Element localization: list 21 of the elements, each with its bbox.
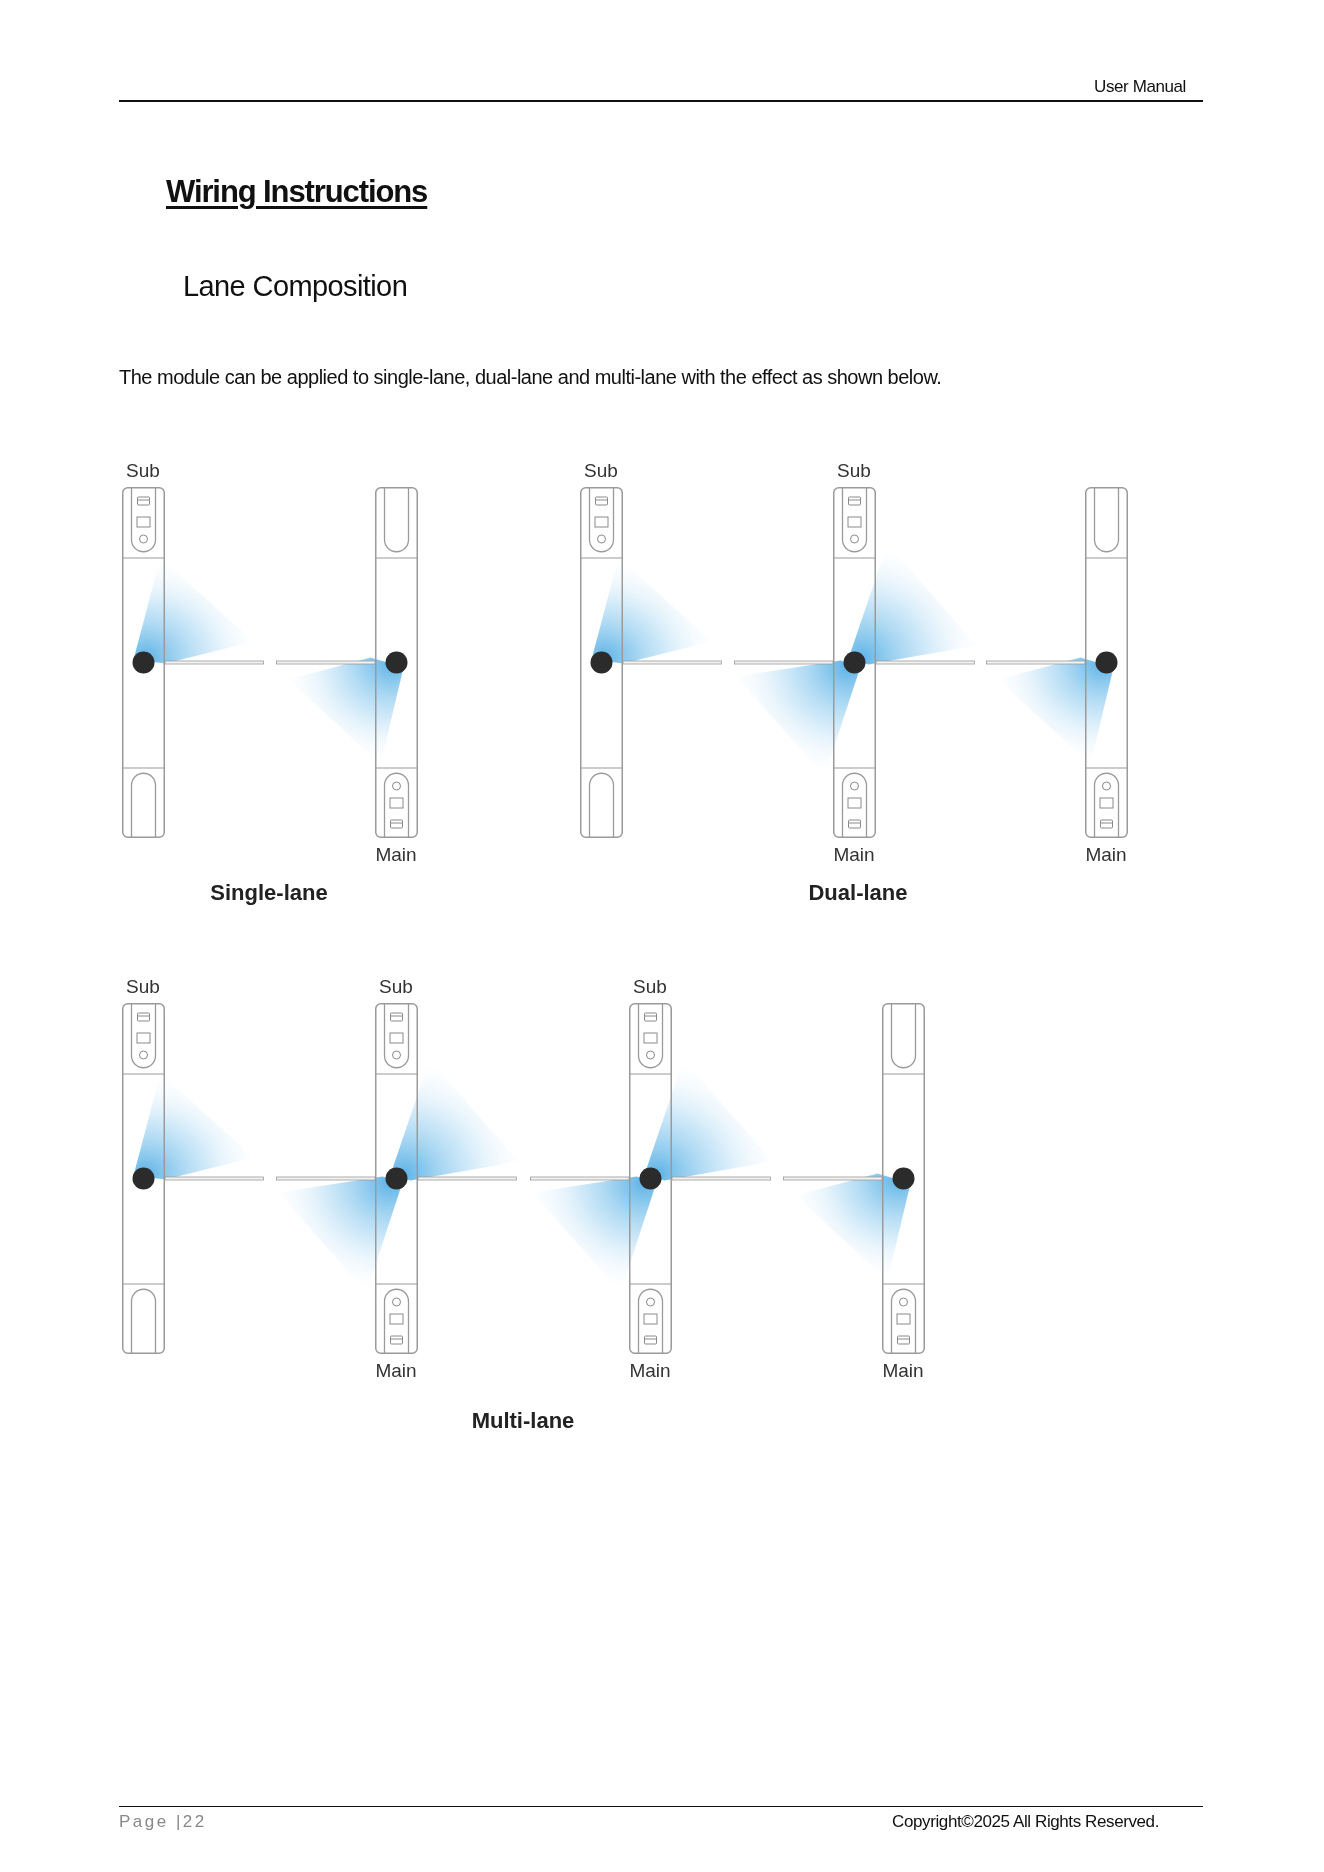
cabinet-label: Main — [1085, 844, 1127, 866]
lane-caption: Single-lane — [210, 880, 328, 906]
cabinet-label: Main — [375, 1360, 417, 1382]
cabinet-label: Main — [375, 844, 417, 866]
cabinet-label: Sub — [837, 460, 871, 482]
body-text: The module can be applied to single-lane, dual-lane and multi-lane with the effect as shown below. — [119, 365, 942, 390]
lane-caption: Multi-lane — [471, 1408, 575, 1434]
cabinet-label: Sub — [584, 460, 618, 482]
cabinet-label: Sub — [126, 976, 160, 998]
cabinet-label: Main — [629, 1360, 671, 1382]
section-heading: Lane Composition — [183, 269, 408, 304]
cabinet-label: Main — [882, 1360, 924, 1382]
copyright-text: Copyright©2025 All Rights Reserved. — [892, 1811, 1159, 1833]
cabinet-label: Sub — [633, 976, 667, 998]
lane-caption: Dual-lane — [808, 880, 908, 906]
cabinet-label: Main — [833, 844, 875, 866]
page-title: Wiring Instructions — [166, 173, 428, 211]
page-number: Page |22 — [119, 1811, 207, 1833]
cabinet-label: Sub — [379, 976, 413, 998]
cabinet-label: Sub — [126, 460, 160, 482]
header-text: User Manual — [1094, 76, 1186, 98]
